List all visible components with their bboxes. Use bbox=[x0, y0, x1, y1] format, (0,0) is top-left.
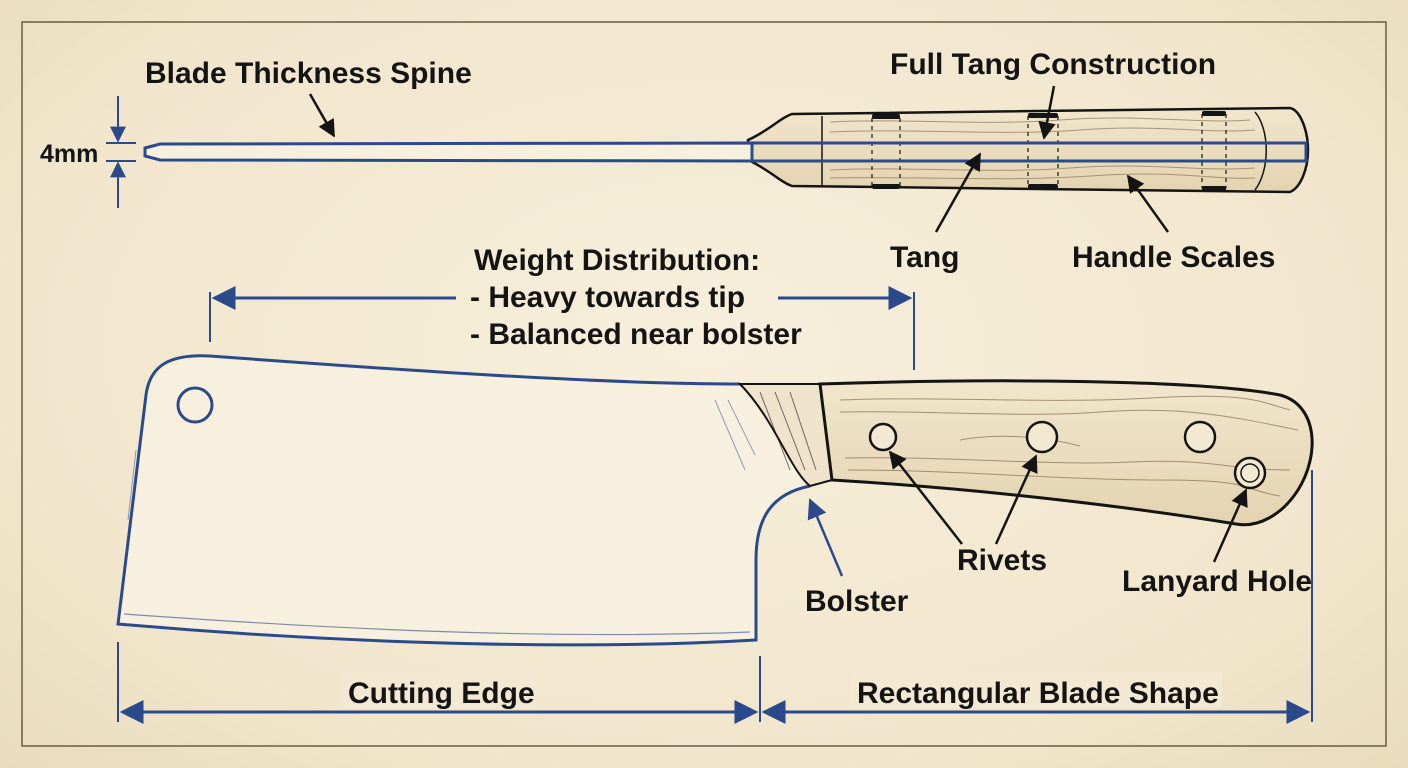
arrow-spine bbox=[308, 93, 336, 138]
label-cutting-edge: Cutting Edge bbox=[348, 677, 535, 710]
spine-view bbox=[106, 96, 1310, 208]
edge-bevel bbox=[123, 613, 751, 636]
label-thickness-value: 4mm bbox=[40, 140, 98, 168]
lanyard-hole-inner bbox=[1240, 463, 1260, 483]
label-lanyard-hole: Lanyard Hole bbox=[1122, 565, 1312, 598]
label-full-tang-construction: Full Tang Construction bbox=[890, 48, 1216, 81]
label-rivets: Rivets bbox=[957, 544, 1047, 577]
cleaver-side-view bbox=[116, 354, 1314, 647]
rivet-caps-top bbox=[872, 111, 1226, 191]
arrow-full-tang bbox=[1038, 85, 1056, 140]
rivet-1 bbox=[868, 422, 898, 452]
cleaver-blade bbox=[116, 354, 811, 647]
blade-hatch bbox=[121, 399, 756, 591]
cleaver-handle bbox=[818, 379, 1314, 527]
lanyard-hole bbox=[1233, 456, 1267, 490]
arrow-rivet-1 bbox=[888, 450, 963, 545]
scale-segments bbox=[821, 111, 1267, 191]
label-blade-thickness-spine: Blade Thickness Spine bbox=[145, 57, 472, 90]
bolster-shape bbox=[737, 383, 834, 488]
label-handle-scales: Handle Scales bbox=[1072, 241, 1275, 274]
label-bg-rectangular-blade bbox=[850, 672, 1222, 708]
weight-line-heavy-tip: - Heavy towards tip bbox=[470, 281, 745, 314]
thickness-dimension bbox=[106, 96, 136, 208]
rivet-3 bbox=[1183, 420, 1217, 454]
label-bolster: Bolster bbox=[805, 585, 909, 618]
arrow-bolster bbox=[807, 498, 844, 577]
bottom-dimension-lines bbox=[117, 470, 1313, 722]
label-tang: Tang bbox=[890, 241, 959, 274]
rivet-2 bbox=[1025, 420, 1059, 454]
tang-line bbox=[750, 141, 1308, 163]
arrow-tang bbox=[934, 152, 982, 233]
rivet-hidden-lines bbox=[871, 114, 1227, 188]
label-rectangular-blade-shape: Rectangular Blade Shape bbox=[857, 677, 1219, 710]
wood-grain-top bbox=[829, 117, 1256, 180]
weight-line-balanced-bolster: - Balanced near bolster bbox=[470, 318, 802, 351]
page-border bbox=[21, 21, 1387, 747]
arrow-rivet-2 bbox=[994, 454, 1038, 545]
blade-spine bbox=[143, 141, 754, 163]
label-bg-cutting-edge bbox=[340, 672, 536, 708]
weight-distribution-title: Weight Distribution: bbox=[474, 244, 760, 277]
arrow-lanyard-hole bbox=[1212, 488, 1248, 563]
bolster-hatch bbox=[759, 391, 817, 471]
weight-distribution-dimension bbox=[209, 286, 915, 370]
arrow-handle-scales bbox=[1126, 174, 1170, 233]
hanging-hole bbox=[176, 386, 214, 424]
